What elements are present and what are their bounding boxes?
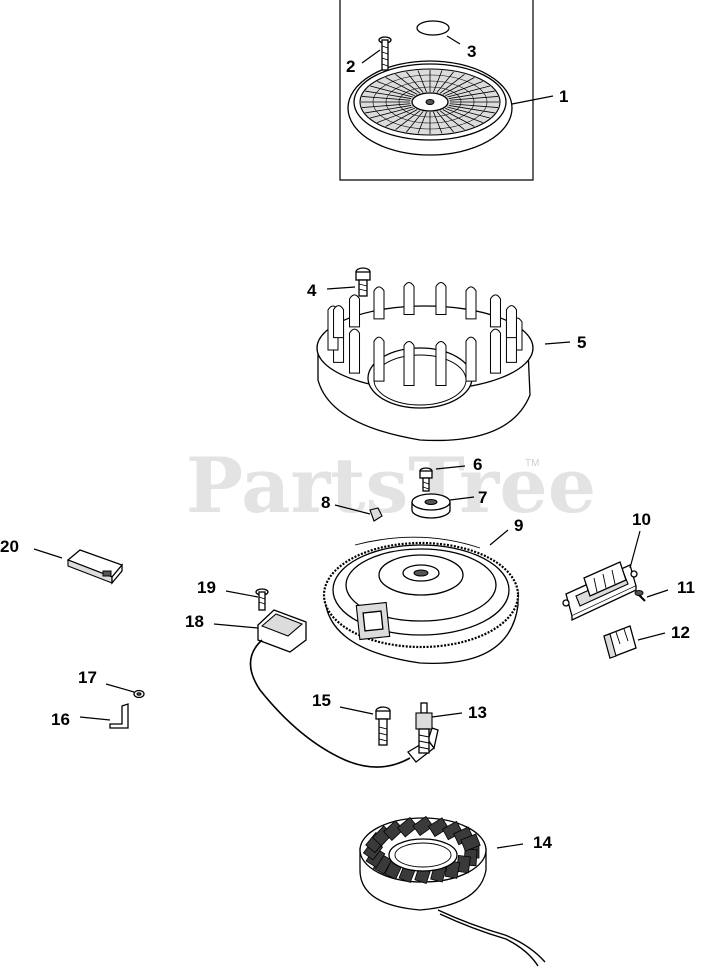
part-17-nut[interactable] (133, 689, 145, 699)
callout-14[interactable]: 14 (533, 833, 552, 852)
callout-4[interactable]: 4 (307, 281, 317, 300)
part-5-fan[interactable] (316, 282, 534, 442)
part-4-bolt[interactable] (355, 267, 371, 297)
callout-19[interactable]: 19 (197, 578, 216, 597)
callout-10[interactable]: 10 (632, 510, 651, 529)
callout-11[interactable]: 11 (677, 578, 695, 597)
callout-18[interactable]: 18 (185, 612, 204, 631)
callout-6[interactable]: 6 (473, 455, 482, 474)
part-15-bolt[interactable] (375, 706, 391, 746)
inset-frame (339, 0, 534, 181)
part-19-screw[interactable] (255, 588, 269, 611)
callout-2[interactable]: 2 (346, 57, 355, 76)
part-1-grass-screen[interactable] (347, 60, 513, 156)
callout-1[interactable]: 1 (559, 87, 568, 106)
callout-15[interactable]: 15 (312, 691, 331, 710)
callout-13[interactable]: 13 (468, 703, 487, 722)
part-11-screw[interactable] (634, 590, 646, 602)
part-3-decal[interactable] (416, 20, 450, 36)
part-8-key[interactable] (369, 507, 383, 522)
callout-17[interactable]: 17 (78, 668, 97, 687)
part-9-flywheel[interactable] (322, 536, 520, 665)
callout-16[interactable]: 16 (51, 710, 70, 729)
watermark-trademark: TM (525, 458, 539, 469)
part-10-rectifier-regulator[interactable] (562, 561, 638, 622)
callout-7[interactable]: 7 (478, 488, 487, 507)
part-13-spark-plug[interactable] (415, 702, 433, 754)
part-20-terminal[interactable] (66, 549, 124, 585)
part-6-screw[interactable] (419, 467, 433, 492)
callout-3[interactable]: 3 (467, 42, 476, 61)
part-12-connector[interactable] (603, 625, 637, 659)
part-16-clip[interactable] (109, 703, 129, 729)
part-7-washer[interactable] (411, 493, 451, 519)
callout-5[interactable]: 5 (577, 333, 586, 352)
part-14-stator[interactable] (359, 815, 546, 967)
watermark-brand: PartsTree (186, 441, 596, 530)
callout-9[interactable]: 9 (514, 516, 523, 535)
callout-8[interactable]: 8 (321, 493, 330, 512)
callout-20[interactable]: 20 (0, 537, 19, 556)
part-2-screw[interactable] (378, 36, 392, 71)
callout-12[interactable]: 12 (671, 623, 690, 642)
leader-lines (33, 35, 669, 849)
